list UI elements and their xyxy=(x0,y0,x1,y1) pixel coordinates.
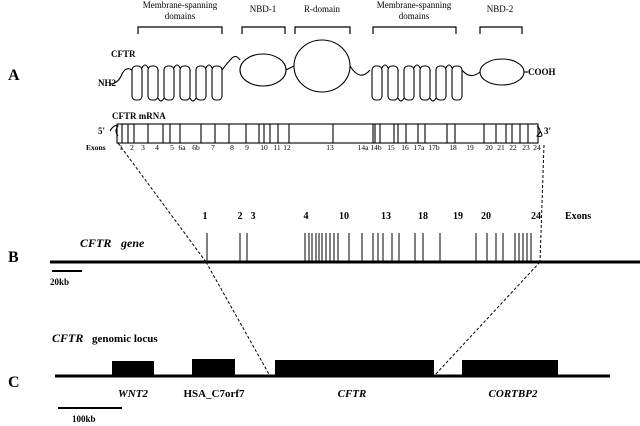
connectors-a-b xyxy=(117,142,545,263)
mrna-exon-label: 17b xyxy=(428,143,440,152)
mrna-schematic xyxy=(109,123,543,144)
mrna-exon-label: 22 xyxy=(509,143,517,152)
r-domain xyxy=(293,39,351,93)
mrna-exon-label: 21 xyxy=(497,143,505,152)
mrna-exon-label: 5 xyxy=(170,143,174,152)
bracket-r-domain xyxy=(294,26,351,34)
scale-label-20kb: 20kb xyxy=(50,277,69,287)
linker-4 xyxy=(461,69,481,77)
mrna-exon-label: 11 xyxy=(273,143,280,152)
hsa-c7orf7-block xyxy=(192,359,235,377)
mrna-exon-label: 2 xyxy=(130,143,134,152)
gene-exon-ticks xyxy=(206,233,532,261)
domain-label-nbd2: NBD-2 xyxy=(487,4,514,14)
gene-label-suffix: gene xyxy=(120,236,145,250)
bracket-nbd1 xyxy=(241,26,286,34)
locus-title: CFTR xyxy=(52,331,83,345)
mrna-exon-label: 23 xyxy=(522,143,530,152)
c-terminus-label: COOH xyxy=(528,67,556,77)
mrna-exon-label: 10 xyxy=(260,143,268,152)
mrna-exon-label: 24 xyxy=(533,143,541,152)
linker-2 xyxy=(285,65,295,71)
mrna-exon-label: 3 xyxy=(141,143,145,152)
linker-3 xyxy=(349,65,371,76)
panel-label-c: C xyxy=(8,374,20,391)
mrna-exon-label: 20 xyxy=(485,143,493,152)
wnt2-label: WNT2 xyxy=(118,388,148,400)
n-terminus-label: NH2 xyxy=(98,78,117,88)
mrna-exon-boundaries xyxy=(121,124,529,143)
mrna-title: CFTR mRNA xyxy=(112,111,166,121)
linker-1 xyxy=(221,55,241,71)
mrna-exon-label: 18 xyxy=(449,143,457,152)
connectors-b-c xyxy=(205,261,541,377)
mrna-exon-label: 7 xyxy=(211,143,215,152)
hsa-c7orf7-label: HSA_C7orf7 xyxy=(183,388,245,400)
mrna-exon-label: 13 xyxy=(326,143,334,152)
gene-exon-label: 18 xyxy=(418,211,428,222)
mrna-exon-label: 14b xyxy=(370,143,382,152)
bracket-msd2 xyxy=(372,26,457,34)
gene-exon-label: 24 xyxy=(531,211,541,222)
bracket-nbd2 xyxy=(479,26,523,34)
gene-exon-label: 19 xyxy=(453,211,463,222)
gene-exon-label: 13 xyxy=(381,211,391,222)
mrna-exons-label: Exons xyxy=(86,143,106,152)
mrna-exon-label: 15 xyxy=(387,143,395,152)
mrna-exon-label: 19 xyxy=(466,143,474,152)
mrna-exon-label: 4 xyxy=(155,143,159,152)
domain-labels: Membrane-spanning domains NBD-1 R-domain… xyxy=(143,0,513,21)
panel-label-b: B xyxy=(8,249,19,266)
mrna-exon-label: 6b xyxy=(192,143,200,152)
mrna-exon-label: 6a xyxy=(178,143,186,152)
mrna-exon-label: 16 xyxy=(401,143,409,152)
mrna-exon-label: 17a xyxy=(414,143,426,152)
cortbp2-label: CORTBP2 xyxy=(489,388,538,400)
nbd2-domain xyxy=(479,58,525,86)
mrna-five-prime: 5' xyxy=(98,126,105,136)
cortbp2-block xyxy=(462,360,558,377)
domain-label-msd2-line1: Membrane-spanning xyxy=(377,0,452,10)
mrna-bar xyxy=(116,123,539,144)
panel-label-a: A xyxy=(8,67,20,84)
domain-label-r-domain: R-domain xyxy=(304,4,340,14)
gene-exon-label: 20 xyxy=(481,211,491,222)
gene-exon-label: 10 xyxy=(339,211,349,222)
mrna-exon-label: 8 xyxy=(230,143,234,152)
mrna-5prime-cap xyxy=(109,125,119,137)
wnt2-block xyxy=(112,361,154,377)
scale-label-100kb: 100kb xyxy=(72,414,96,424)
mrna-three-prime: 3' xyxy=(544,126,551,136)
mrna-exon-label: 14a xyxy=(358,143,370,152)
bracket-msd1 xyxy=(137,26,223,34)
cftr-label: CFTR xyxy=(338,388,367,400)
gene-exons-title: Exons xyxy=(565,211,591,222)
gene-exon-label: 4 xyxy=(304,211,309,222)
msd1-helices xyxy=(131,64,223,102)
locus-title-suffix: genomic locus xyxy=(92,333,158,345)
gene-exon-label: 1 xyxy=(203,211,208,222)
protein-name: CFTR xyxy=(111,49,136,59)
n-terminal-tail xyxy=(109,68,133,85)
domain-label-msd1-line1: Membrane-spanning xyxy=(143,0,218,10)
msd2-helices xyxy=(371,64,463,102)
protein-schematic xyxy=(109,39,528,102)
domain-label-nbd1: NBD-1 xyxy=(250,4,277,14)
mrna-3prime-tail xyxy=(535,125,543,137)
nbd1-domain xyxy=(239,53,287,87)
mrna-exon-label: 9 xyxy=(245,143,249,152)
gene-exon-label: 2 xyxy=(238,211,243,222)
domain-label-msd1-line2: domains xyxy=(165,11,196,21)
gene-exon-label: 3 xyxy=(251,211,256,222)
domain-brackets xyxy=(137,26,523,34)
gene-label: CFTR xyxy=(80,236,111,250)
mrna-exon-label: 12 xyxy=(283,143,291,152)
cftr-block xyxy=(275,360,434,377)
domain-label-msd2-line2: domains xyxy=(399,11,430,21)
